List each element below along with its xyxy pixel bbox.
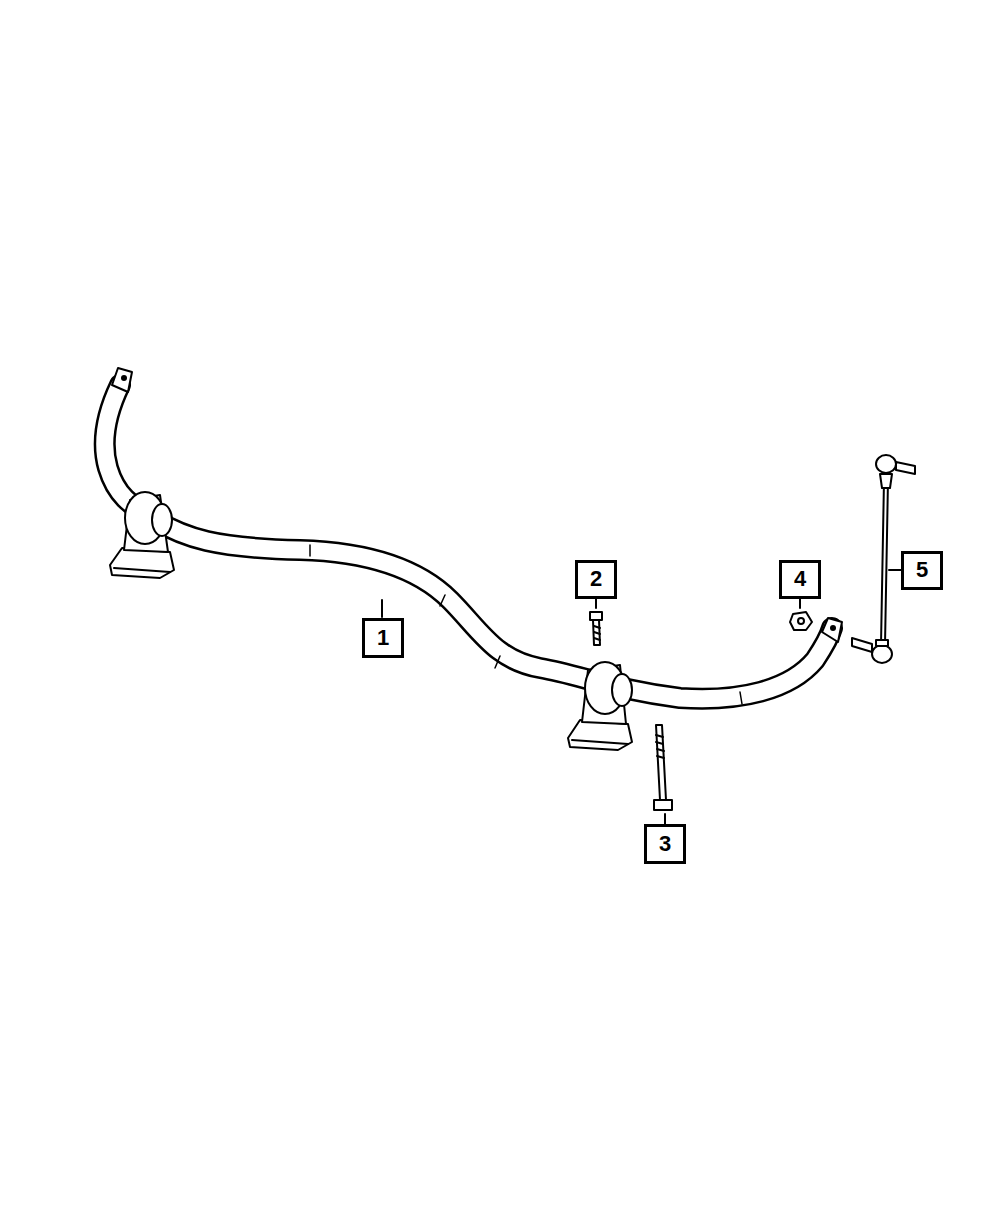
bolt: [654, 725, 672, 810]
nut: [790, 612, 812, 630]
callout-box: 2: [575, 560, 617, 599]
bolt: [590, 612, 602, 645]
callout-box: 1: [362, 618, 404, 658]
callout-number: 4: [794, 568, 806, 590]
stabilizer-bar: [105, 385, 832, 699]
callout-box: 3: [644, 824, 686, 864]
callout-number: 5: [916, 559, 928, 581]
callout-number: 1: [377, 627, 389, 649]
bushing-bracket: [568, 662, 632, 750]
callout-number: 2: [590, 568, 602, 590]
callout-box: 4: [779, 560, 821, 599]
bushing-bracket: [110, 492, 174, 578]
callout-number: 3: [659, 833, 671, 855]
callout-box: 5: [901, 551, 943, 590]
